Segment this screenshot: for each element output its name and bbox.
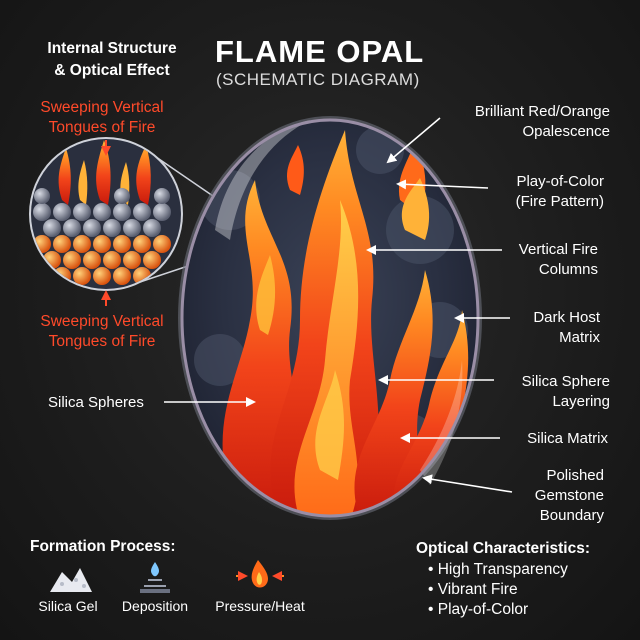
structure-title-line1: Internal Structure — [47, 40, 177, 57]
top-fire-label-line1: Sweeping Vertical — [40, 99, 164, 116]
opal-gemstone — [178, 116, 482, 520]
callout-silica-matrix: Silica Matrix — [527, 430, 608, 447]
bottom-fire-label: Sweeping Vertical Tongues of Fire — [12, 312, 192, 352]
formation-step-silica-gel: Silica Gel — [38, 598, 98, 614]
formation-title: Formation Process: — [30, 538, 176, 555]
bottom-fire-label-line2: Tongues of Fire — [48, 333, 156, 350]
top-fire-label: Sweeping Vertical Tongues of Fire — [12, 98, 192, 138]
magnified-view — [29, 137, 183, 291]
deposition-icon — [140, 562, 170, 593]
vertical-fire-columns — [222, 130, 469, 516]
callout-play-line1: Play-of-Color — [516, 173, 604, 190]
optical-item-transparency: • High Transparency — [428, 561, 568, 578]
silica-spheres-orange — [33, 235, 171, 285]
callout-layering-line2: Layering — [552, 393, 610, 410]
formation-step-deposition: Deposition — [121, 598, 189, 614]
callout-columns-line1: Vertical Fire — [518, 241, 598, 258]
callout-polished-boundary: Polished Gemstone Boundary — [535, 466, 604, 526]
callout-host-line2: Matrix — [559, 329, 600, 346]
callout-layering-line1: Silica Sphere — [521, 373, 610, 390]
structure-panel-title: Internal Structure & Optical Effect — [22, 38, 202, 82]
silica-gel-icon — [50, 568, 92, 592]
optical-item-play-of-color: • Play-of-Color — [428, 601, 529, 618]
pressure-heat-icon — [236, 560, 284, 588]
callout-boundary-line1: Polished — [546, 467, 604, 484]
callout-host-line1: Dark Host — [533, 309, 600, 326]
callout-play-line2: (Fire Pattern) — [515, 193, 604, 210]
callout-boundary-line3: Boundary — [539, 507, 604, 524]
callout-play-of-color: Play-of-Color (Fire Pattern) — [516, 172, 604, 212]
page-title: FLAME OPAL — [215, 34, 425, 69]
formation-step-pressure-heat: Pressure/Heat — [215, 598, 305, 614]
callout-brilliant-line2: Opalescence — [522, 123, 610, 140]
optical-item-vibrant-fire: • Vibrant Fire — [428, 581, 518, 598]
callout-dark-host-matrix: Dark Host Matrix — [533, 308, 600, 348]
silica-spheres-grey — [33, 188, 171, 237]
callout-brilliant-opalescence: Brilliant Red/Orange Opalescence — [475, 102, 610, 142]
callout-brilliant-line1: Brilliant Red/Orange — [474, 103, 610, 120]
callout-columns-line2: Columns — [538, 261, 598, 278]
callout-vertical-fire-columns: Vertical Fire Columns — [519, 240, 598, 280]
callout-boundary-line2: Gemstone — [534, 487, 604, 504]
callout-arrows — [164, 117, 513, 493]
structure-title-line2: & Optical Effect — [54, 62, 170, 79]
page-subtitle: (SCHEMATIC DIAGRAM) — [216, 70, 420, 89]
optical-title: Optical Characteristics: — [416, 540, 591, 557]
top-fire-label-line2: Tongues of Fire — [48, 119, 156, 136]
callout-silica-sphere-layering: Silica Sphere Layering — [522, 372, 610, 412]
callout-silica-spheres: Silica Spheres — [48, 394, 144, 411]
bottom-fire-label-line1: Sweeping Vertical — [40, 313, 164, 330]
